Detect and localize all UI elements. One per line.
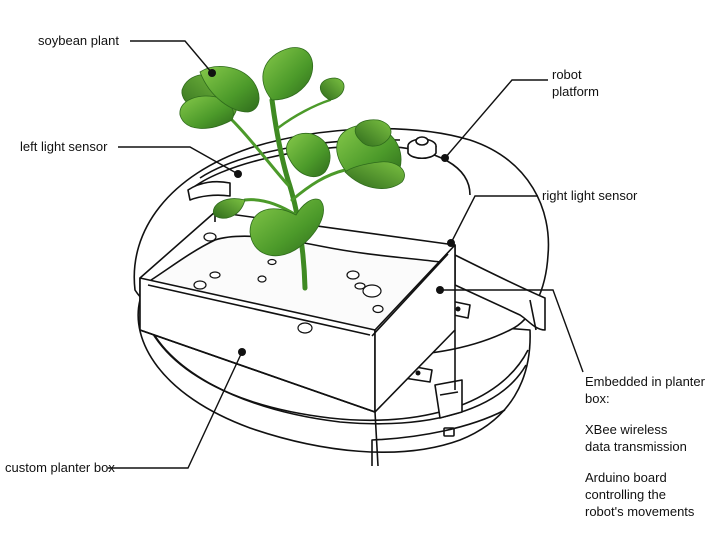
leaf — [249, 198, 324, 257]
leader-embedded — [440, 289, 584, 373]
label-soybean-plant: soybean plant — [38, 33, 119, 48]
leaf — [320, 77, 345, 101]
dot-robot-platform — [441, 154, 449, 162]
planter-box — [139, 211, 456, 467]
label-robot-platform-line1: robot — [552, 67, 582, 82]
leader-robot-platform — [444, 79, 548, 159]
label-robot-platform: robot platform — [552, 66, 599, 100]
label-embedded-title-line2: box: — [585, 391, 610, 406]
label-xbee-line2: data transmission — [585, 439, 687, 454]
leaf — [354, 119, 392, 147]
label-embedded: Embedded in planter box: XBee wireless d… — [585, 373, 705, 520]
label-robot-platform-line2: platform — [552, 84, 599, 99]
label-arduino-line3: robot's movements — [585, 504, 695, 519]
leaf — [262, 47, 314, 101]
label-embedded-title-line1: Embedded in planter — [585, 374, 705, 389]
leader-left-light-sensor — [118, 146, 239, 175]
leader-custom-planter-box — [108, 351, 243, 469]
label-arduino-line1: Arduino board — [585, 470, 667, 485]
dot-left-light-sensor — [234, 170, 242, 178]
leaf — [286, 132, 331, 177]
dot-soybean-plant — [208, 69, 216, 77]
label-right-light-sensor: right light sensor — [542, 188, 638, 203]
label-custom-planter-box: custom planter box — [5, 460, 115, 475]
dot-right-light-sensor — [447, 239, 455, 247]
dot-custom-planter-box — [238, 348, 246, 356]
leaf — [199, 66, 260, 113]
leader-dots — [208, 69, 455, 356]
soybean-plant — [179, 47, 405, 291]
leaf — [212, 198, 246, 219]
leader-right-light-sensor — [450, 195, 538, 244]
leaf — [344, 161, 405, 189]
label-arduino-line2: controlling the — [585, 487, 666, 502]
soil-pebbles — [193, 232, 384, 334]
label-xbee-line1: XBee wireless — [585, 422, 668, 437]
leader-soybean-plant — [130, 40, 213, 74]
dot-embedded — [436, 286, 444, 294]
label-left-light-sensor: left light sensor — [20, 139, 108, 154]
leader-lines — [108, 40, 584, 469]
